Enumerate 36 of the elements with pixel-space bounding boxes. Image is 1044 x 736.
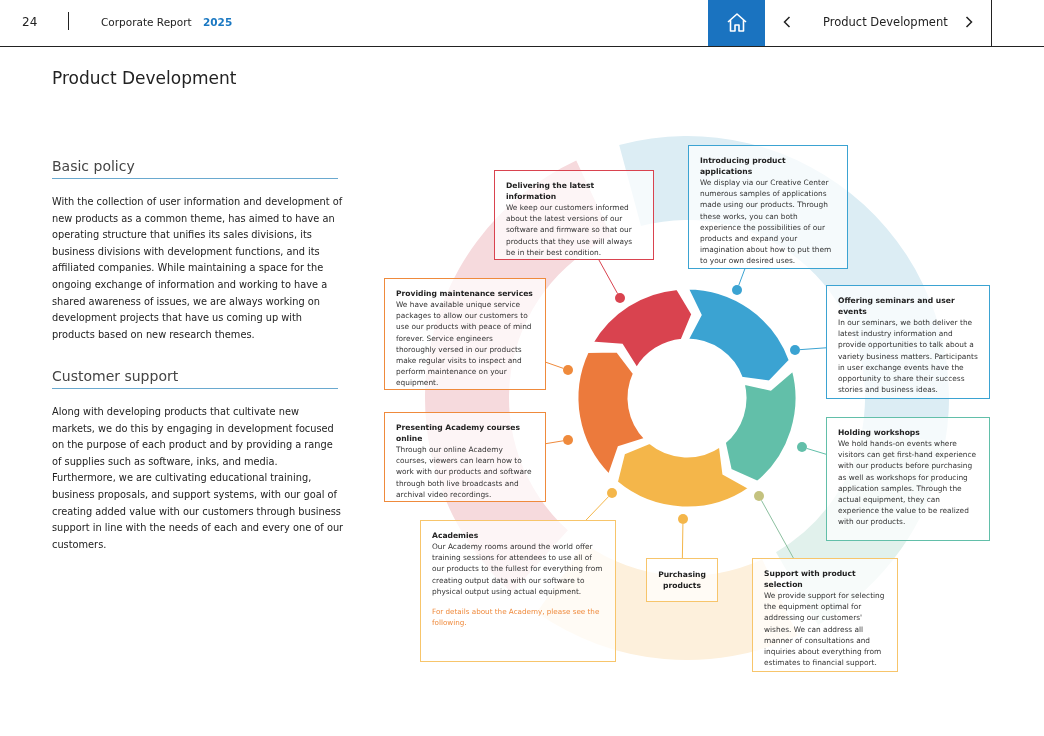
leader-line <box>545 440 564 445</box>
paragraph: Along with developing products that cultivate new markets, we do this by engaging in development focused on the purpose of each product and by providing a range of supplies such as software, inks, and media. Furthermore, we are cultivating educational training, business proposals, and support systems, with our goal of creating added value with our customers through business support in line with the needs of each and every one of our customers. <box>52 405 344 552</box>
leader-dot <box>563 435 573 445</box>
callout-box <box>384 278 546 390</box>
callout-box <box>688 145 848 269</box>
leader-line <box>545 361 564 369</box>
leader-line <box>760 499 794 559</box>
callout-box <box>494 170 654 260</box>
leader-dot <box>615 293 625 303</box>
section-heading: Basic policy <box>52 158 338 179</box>
page-number: 24 <box>22 15 38 29</box>
leader-dot <box>754 491 764 501</box>
leader-line <box>681 523 684 559</box>
section-heading: Customer support <box>52 368 338 389</box>
report-year: 2025 <box>203 16 233 28</box>
callout-box <box>826 285 990 399</box>
callout-box <box>420 520 616 662</box>
leader-dot <box>732 285 742 295</box>
report-name: Corporate Report <box>101 16 192 28</box>
callout-box <box>826 417 990 541</box>
leader-dot <box>797 442 807 452</box>
leader-dot <box>678 514 688 524</box>
leader-line <box>585 496 610 521</box>
leader-dot <box>563 365 573 375</box>
leader-dot <box>790 345 800 355</box>
callout-box <box>384 412 546 502</box>
section-name: Product Development <box>823 15 948 29</box>
page-title: Product Development <box>52 68 237 88</box>
label-box <box>646 558 718 602</box>
leader-dot <box>607 488 617 498</box>
leader-line <box>598 259 619 295</box>
callout-box <box>752 558 898 672</box>
leader-line <box>738 268 746 286</box>
paragraph: With the collection of user information and development of new products as a common theme, has aimed to have an operating structure that unifies its sales divisions, its business divisions with development functions, and its affiliated companies. While maintaining a space for the ongoing exchange of information and working to have a shared awareness of issues, we are always working on development projects that have us coming up with products based on new research themes. <box>52 195 344 342</box>
leader-line <box>806 447 827 455</box>
leader-line <box>799 347 827 351</box>
